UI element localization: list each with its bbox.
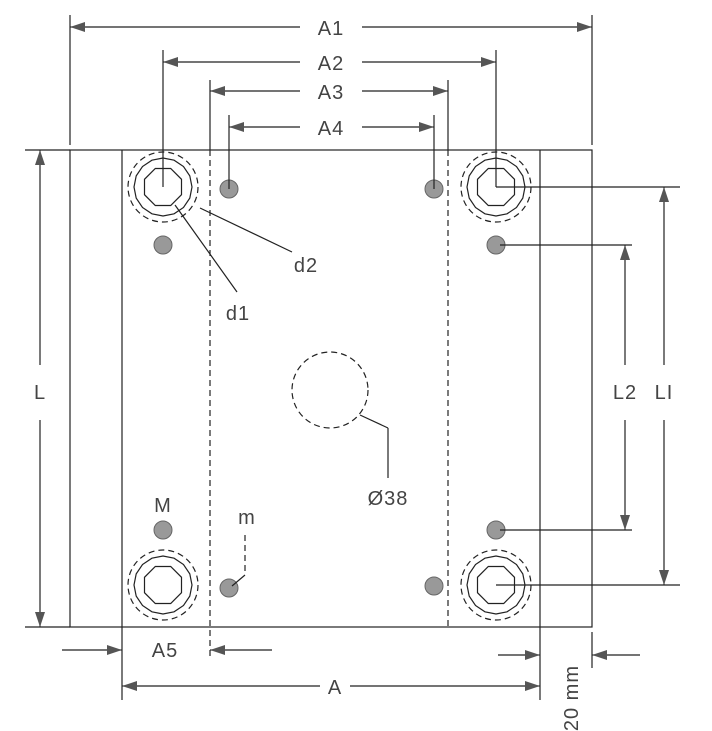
label-a4: A4 bbox=[318, 118, 344, 140]
label-l1: LI bbox=[655, 382, 674, 404]
hexagon-bolt-head bbox=[476, 167, 516, 207]
dimension-lines bbox=[25, 15, 680, 700]
hole-d1 bbox=[133, 555, 193, 615]
hole-d1 bbox=[466, 157, 526, 217]
corner-hole bbox=[127, 549, 199, 621]
label-d1: d1 bbox=[226, 303, 250, 325]
label-l: L bbox=[34, 382, 46, 404]
small-holes bbox=[153, 179, 506, 598]
label-l2: L2 bbox=[613, 382, 637, 404]
center-hole bbox=[291, 351, 369, 429]
small-hole bbox=[153, 520, 173, 540]
plate bbox=[69, 149, 593, 660]
small-hole bbox=[153, 235, 173, 255]
small-hole bbox=[424, 576, 444, 596]
hole-d1 bbox=[466, 555, 526, 615]
label-m-small: m bbox=[238, 507, 256, 529]
label-a5: A5 bbox=[152, 640, 178, 662]
label-edge-20mm: 20 mm bbox=[561, 665, 583, 731]
small-hole bbox=[219, 578, 239, 598]
label-a2: A2 bbox=[318, 53, 344, 75]
label-d2: d2 bbox=[294, 255, 318, 277]
label-a3: A3 bbox=[318, 82, 344, 104]
label-a1: A1 bbox=[318, 18, 344, 40]
labels: A1 A2 A3 A4 A5 A L LI L2 d1 d2 M m Ø38 2… bbox=[34, 18, 674, 731]
hexagon-bolt-head bbox=[143, 565, 183, 605]
corner-holes bbox=[127, 151, 532, 621]
hole-d2 bbox=[127, 549, 199, 621]
label-center-hole: Ø38 bbox=[368, 488, 409, 510]
hexagon-bolt-head bbox=[143, 167, 183, 207]
hexagon-bolt-head bbox=[476, 565, 516, 605]
hole-d1 bbox=[133, 157, 193, 217]
label-a: A bbox=[328, 677, 342, 699]
label-m-large: M bbox=[154, 495, 172, 517]
